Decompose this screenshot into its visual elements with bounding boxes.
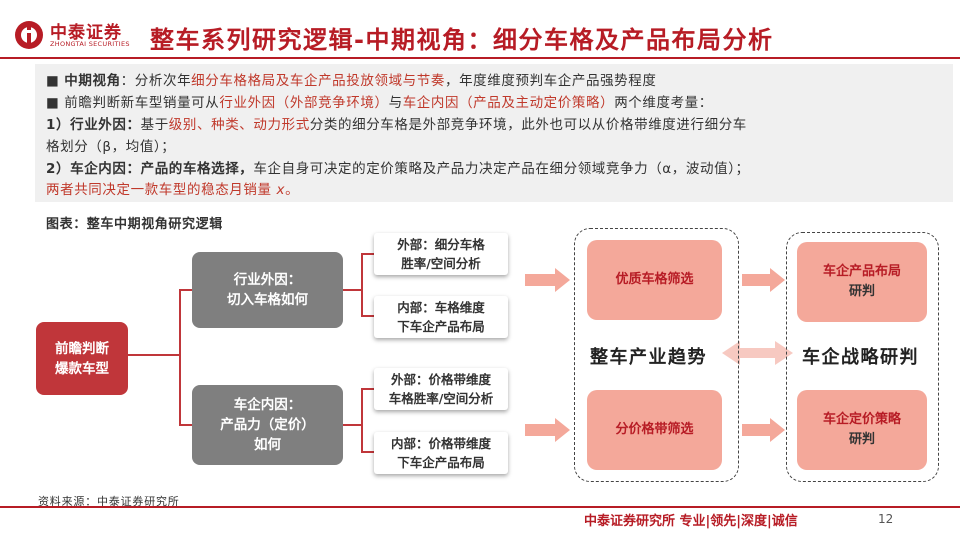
summary-text: 前瞻判断新车型销量可从 xyxy=(64,95,220,111)
figure-caption: 图表：整车中期视角研究逻辑 xyxy=(46,217,223,232)
root-label-line: 爆款车型 xyxy=(55,360,109,377)
detail-label-line: 下车企产品布局 xyxy=(397,319,485,334)
research-label-line: 研判 xyxy=(848,432,875,447)
summary-line-4: 格划分（β，均值）； xyxy=(46,135,175,155)
summary-text: 两个维度考量： xyxy=(614,95,713,111)
summary-line-6: 两者共同决定一款车型的稳态月销量 x。 xyxy=(46,178,299,198)
header-divider xyxy=(0,57,960,59)
footer-tagline: 中泰证券研究所 专业|领先|深度|诚信 xyxy=(580,510,802,529)
summary-text: 车企自身可决定的定价策略及产品力决定产品在细分领域竞争力（α，波动值）； xyxy=(253,161,750,177)
summary-text: 与 xyxy=(388,95,403,111)
arrow-to-price-screen xyxy=(525,418,570,442)
factor-label-line: 车企内因： xyxy=(233,397,302,413)
connector-int-outer xyxy=(343,388,374,426)
page-title: 整车系列研究逻辑-中期视角：细分车格及产品布局分析 xyxy=(150,26,774,54)
summary-text: 两者共同决定一款车型的稳态月销量 xyxy=(46,182,277,198)
product-layout-box: 车企产品布局研判 xyxy=(797,242,927,322)
strategy-research-label: 车企战略研判 xyxy=(802,347,919,368)
footer-divider xyxy=(0,506,960,508)
root-label-line: 前瞻判断 xyxy=(55,340,109,357)
int-inner-box: 内部：价格带维度下车企产品布局 xyxy=(374,432,508,474)
pricing-strategy-box: 车企定价策略研判 xyxy=(797,390,927,470)
connector-ext-outer xyxy=(343,253,374,291)
price-screen-label: 分价格带筛选 xyxy=(615,422,694,437)
detail-label-line: 内部：车格维度 xyxy=(397,300,485,315)
page-number: 12 xyxy=(878,512,894,526)
industry-trend-label: 整车产业趋势 xyxy=(590,347,707,368)
logo-name-cn: 中泰证券 xyxy=(50,23,122,43)
industry-trend-group xyxy=(574,228,739,482)
research-label-line: 车企定价策略 xyxy=(822,412,901,427)
research-label-line: 研判 xyxy=(848,284,875,299)
arrow-to-pricing-strategy xyxy=(742,418,785,442)
summary-lead: 中期视角 xyxy=(64,73,121,89)
factor-external-box: 行业外因： 切入车格如何 xyxy=(192,252,343,328)
bullet: ■ xyxy=(46,95,60,111)
detail-label-line: 车格胜率/空间分析 xyxy=(388,391,494,406)
price-screen-box: 分价格带筛选 xyxy=(587,390,722,470)
double-arrow-icon xyxy=(722,341,793,365)
summary-text: 格划分（β，均值）； xyxy=(46,139,176,155)
detail-label-line: 外部：价格带维度 xyxy=(390,372,491,387)
summary-lead: 2）车企内因：产品的车格选择， xyxy=(46,161,254,177)
int-outer-box: 外部：价格带维度车格胜率/空间分析 xyxy=(374,368,508,410)
detail-label-line: 外部：细分车格 xyxy=(397,237,485,252)
source-note: 资料来源：中泰证券研究所 xyxy=(38,495,180,508)
detail-label-line: 胜率/空间分析 xyxy=(401,256,481,271)
summary-variable: x xyxy=(276,182,286,198)
ext-inner-box: 内部：车格维度下车企产品布局 xyxy=(374,296,508,338)
arrow-to-quality-screen xyxy=(525,268,570,292)
strategy-research-group xyxy=(786,232,939,482)
summary-highlight: 车企内因（产品及主动定价策略） xyxy=(402,95,615,111)
company-logo-icon xyxy=(14,20,44,50)
summary-text: ：分析次年 xyxy=(120,73,192,89)
factor-label-line: 切入车格如何 xyxy=(227,292,308,308)
quality-screen-label: 优质车格筛选 xyxy=(615,272,694,287)
summary-text: 基于 xyxy=(140,117,169,133)
summary-line-3: 1）行业外因：基于级别、种类、动力形式分类的细分车格是外部竞争环境，此外也可以从… xyxy=(46,113,747,133)
detail-label-line: 下车企产品布局 xyxy=(397,455,485,470)
factor-label-line: 行业外因： xyxy=(233,272,302,288)
logo-name-en: ZHONGTAI SECURITIES xyxy=(50,40,130,48)
arrow-to-product-layout xyxy=(742,268,785,292)
connector-int-inner xyxy=(343,424,374,453)
summary-text: 。 xyxy=(285,182,300,198)
factor-label-line: 产品力（定价） xyxy=(220,417,315,433)
factor-label-line: 如何 xyxy=(254,437,281,453)
detail-label-line: 内部：价格带维度 xyxy=(390,436,491,451)
bullet: ■ xyxy=(46,73,60,89)
summary-text: ，年度维度预判车企产品强势程度 xyxy=(444,73,657,89)
summary-text: 分类的细分车格是外部竞争环境，此外也可以从价格带维度进行细分车 xyxy=(309,117,747,133)
summary-line-5: 2）车企内因：产品的车格选择，车企自身可决定的定价策略及产品力决定产品在细分领域… xyxy=(46,157,750,177)
summary-panel xyxy=(35,64,953,202)
quality-screen-box: 优质车格筛选 xyxy=(587,240,722,320)
connector-root-external xyxy=(128,289,192,356)
research-label-line: 车企产品布局 xyxy=(822,264,901,279)
connector-root-internal xyxy=(128,354,192,426)
summary-line-2: ■ 前瞻判断新车型销量可从行业外因（外部竞争环境）与车企内因（产品及主动定价策略… xyxy=(46,91,713,111)
summary-highlight: 行业外因（外部竞争环境） xyxy=(219,95,389,111)
connector-ext-inner xyxy=(343,289,374,317)
factor-internal-box: 车企内因： 产品力（定价） 如何 xyxy=(192,385,343,465)
summary-lead: 1）行业外因： xyxy=(46,117,141,133)
summary-highlight: 细分车格格局及车企产品投放领域与节奏 xyxy=(191,73,445,89)
summary-line-1: ■ 中期视角：分析次年细分车格格局及车企产品投放领域与节奏，年度维度预判车企产品… xyxy=(46,69,656,89)
summary-highlight: 级别、种类、动力形式 xyxy=(168,117,310,133)
root-box: 前瞻判断爆款车型 xyxy=(36,322,128,395)
ext-outer-box: 外部：细分车格胜率/空间分析 xyxy=(374,233,508,275)
